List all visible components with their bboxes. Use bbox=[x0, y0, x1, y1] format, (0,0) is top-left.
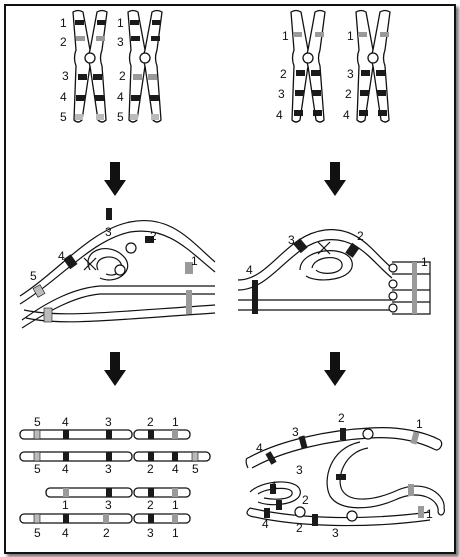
bottom-left-row-4 bbox=[19, 513, 191, 524]
bl-r1-label-1: 1 bbox=[172, 415, 179, 429]
br-label-1: 1 bbox=[416, 417, 423, 431]
ml-label-2: 2 bbox=[150, 229, 157, 243]
br-label-3b: 3 bbox=[296, 463, 303, 477]
tl-a-label-4: 4 bbox=[60, 90, 67, 104]
bl-r2-label-3: 3 bbox=[105, 462, 112, 476]
tr-b-label-4: 4 bbox=[343, 108, 350, 122]
bl-r4-label-3: 3 bbox=[147, 526, 154, 540]
bottom-left-row-1 bbox=[19, 429, 191, 440]
br-label-2b: 2 bbox=[302, 493, 309, 507]
down-arrow-icon bbox=[104, 162, 126, 196]
br-label-1b: 1 bbox=[426, 507, 433, 521]
bl-r3-label-2: 2 bbox=[147, 498, 154, 512]
ml-label-3: 3 bbox=[105, 225, 112, 239]
br-label-3c: 3 bbox=[332, 526, 339, 540]
mr-label-1: 1 bbox=[421, 255, 428, 269]
bl-r1-label-4: 4 bbox=[62, 415, 69, 429]
mr-label-2: 2 bbox=[357, 229, 364, 243]
br-label-4b: 4 bbox=[270, 479, 277, 493]
middle-left-bands bbox=[32, 208, 193, 323]
bl-r4-label-2: 2 bbox=[103, 526, 110, 540]
bl-r3-label-1b: 1 bbox=[172, 498, 179, 512]
tl-a-label-5: 5 bbox=[60, 110, 67, 124]
tr-a-label-4: 4 bbox=[276, 108, 283, 122]
middle-right-bands bbox=[252, 238, 417, 314]
tl-b-label-2: 3 bbox=[117, 35, 124, 49]
bl-r3-label-3: 3 bbox=[105, 498, 112, 512]
bl-r1-label-2: 2 bbox=[147, 415, 154, 429]
bl-r2-label-4b: 4 bbox=[172, 462, 179, 476]
bl-r1-label-5: 5 bbox=[34, 415, 41, 429]
down-arrow-icon bbox=[324, 162, 346, 196]
tl-a-label-2: 2 bbox=[60, 35, 67, 49]
down-arrow-icon bbox=[324, 352, 346, 386]
ml-label-4: 4 bbox=[58, 249, 65, 263]
middle-right-inversion-loop bbox=[237, 229, 431, 315]
top-left-chromosome-a bbox=[72, 9, 108, 123]
tl-a-label-3: 3 bbox=[62, 69, 69, 83]
ml-label-1: 1 bbox=[191, 254, 198, 268]
mr-label-4: 4 bbox=[246, 263, 253, 277]
bl-r2-label-4: 4 bbox=[62, 462, 69, 476]
tl-b-label-4: 4 bbox=[117, 90, 124, 104]
mr-label-3: 3 bbox=[288, 233, 295, 247]
tl-b-label-3: 2 bbox=[119, 69, 126, 83]
tr-a-label-1: 1 bbox=[282, 29, 289, 43]
br-label-2c: 2 bbox=[296, 521, 303, 535]
tr-b-label-3: 2 bbox=[345, 87, 352, 101]
top-right-chromosome-a bbox=[290, 9, 326, 123]
bl-r1-label-3: 3 bbox=[105, 415, 112, 429]
bl-r3-label-1: 1 bbox=[62, 498, 69, 512]
tr-b-label-2: 3 bbox=[347, 67, 354, 81]
bottom-left-row-3 bbox=[45, 487, 191, 498]
bl-r4-label-4: 4 bbox=[62, 526, 69, 540]
tr-a-label-2: 2 bbox=[280, 67, 287, 81]
top-left-chromosome-b bbox=[127, 9, 163, 123]
bl-r2-label-2: 2 bbox=[147, 462, 154, 476]
top-right-chromosome-b bbox=[355, 9, 391, 123]
ml-label-5: 5 bbox=[30, 269, 37, 283]
tl-b-label-5: 5 bbox=[117, 110, 124, 124]
middle-left-inversion-loop bbox=[19, 220, 216, 329]
br-label-3: 3 bbox=[292, 425, 299, 439]
tl-b-label-1: 1 bbox=[117, 16, 124, 30]
tr-b-label-1: 1 bbox=[347, 29, 354, 43]
bl-r4-label-1: 1 bbox=[172, 526, 179, 540]
tl-a-label-1: 1 bbox=[60, 16, 67, 30]
br-label-4c: 4 bbox=[262, 517, 269, 531]
bottom-right-bands bbox=[264, 428, 424, 526]
br-label-2: 2 bbox=[338, 411, 345, 425]
down-arrow-icon bbox=[104, 352, 126, 386]
bl-r2-label-5: 5 bbox=[34, 462, 41, 476]
bottom-left-row-2 bbox=[19, 451, 211, 462]
bl-r2-label-5b: 5 bbox=[192, 462, 199, 476]
br-label-4: 4 bbox=[256, 441, 263, 455]
bl-r4-label-5: 5 bbox=[34, 526, 41, 540]
tr-a-label-3: 3 bbox=[278, 87, 285, 101]
